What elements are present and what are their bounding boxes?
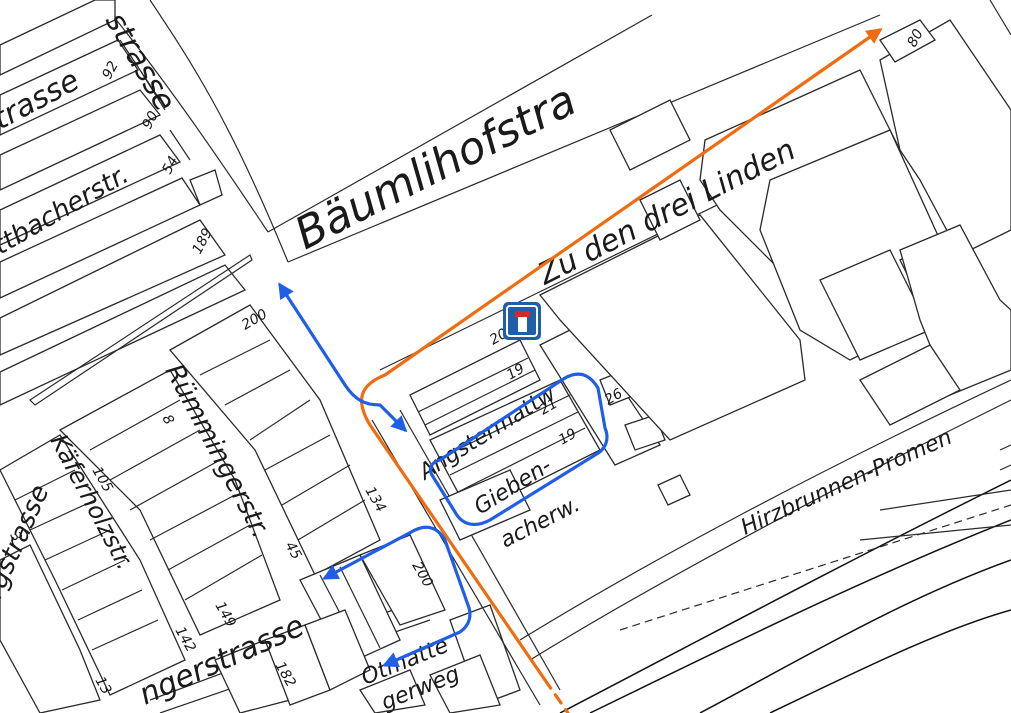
street-edge	[399, 409, 561, 691]
street-label-baumlihofstrasse: Bäumlihofstra	[287, 75, 584, 260]
blue-route-north	[278, 282, 408, 433]
sign-road-stem	[518, 315, 527, 332]
block-rumminger	[0, 304, 381, 713]
routes	[278, 28, 883, 713]
promenade-edge	[529, 399, 1011, 661]
house-number: 19	[504, 361, 528, 384]
block-complex-right	[538, 0, 1011, 441]
sign-road-bar	[515, 311, 530, 317]
house-number: 26	[602, 386, 626, 409]
house-number: 80	[904, 27, 927, 50]
house-number: 13	[92, 674, 115, 697]
house-number: 19	[556, 426, 580, 449]
house-number: 21	[537, 396, 560, 419]
orange-route-dashed	[543, 678, 570, 713]
promenade-edge	[519, 379, 1011, 641]
street-edge	[99, 0, 269, 233]
street-edge	[287, 14, 881, 263]
block-top-left	[0, 0, 253, 406]
house-number: 54	[159, 154, 181, 177]
house-number: 92	[99, 59, 122, 82]
dead-end-sign-icon	[503, 302, 541, 340]
blue-route-south	[322, 525, 472, 668]
street-edge	[267, 14, 653, 233]
house-number: 45	[282, 539, 305, 563]
sign-border	[506, 305, 538, 337]
blue-route-loop	[428, 372, 609, 527]
street-label-hirzbrunnen: Hirzbrunnen-Promen	[737, 425, 956, 541]
house-number: 90	[139, 109, 162, 132]
railway	[559, 444, 1011, 713]
street-edge	[149, 0, 289, 263]
